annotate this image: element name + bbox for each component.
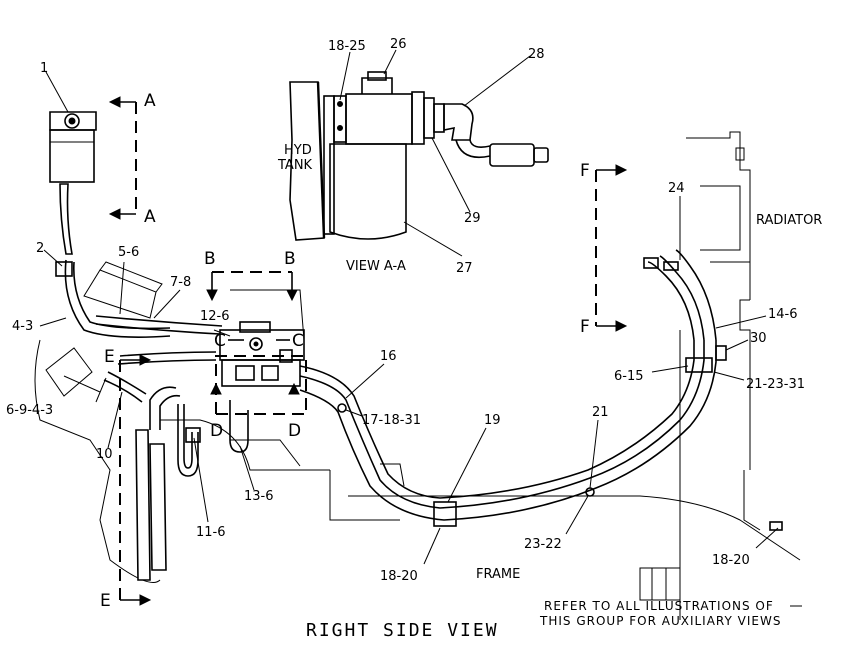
section-d-left: D <box>210 421 223 441</box>
section-d-right: D <box>288 421 301 441</box>
clamps <box>337 257 727 527</box>
tank-label: TANK <box>277 158 313 173</box>
section-arrow-icon <box>206 289 218 302</box>
callout-26: 26 <box>390 37 407 52</box>
callout-29: 29 <box>464 211 481 226</box>
callout-19: 19 <box>484 413 501 428</box>
callout-6-9-4-3: 6-9-4-3 <box>6 403 53 418</box>
radiator-outline: RADIATOR <box>686 131 822 531</box>
callout-18-20-frame: 18-20 <box>380 569 418 584</box>
callout-13-6: 13-6 <box>244 489 274 504</box>
callout-30: 30 <box>750 331 767 346</box>
note-line-1: REFER TO ALL ILLUSTRATIONS OF <box>544 599 774 613</box>
callout-11-6: 11-6 <box>196 525 226 540</box>
filter-cap <box>361 77 393 94</box>
frame-label: FRAME <box>476 567 520 582</box>
filter-assembly: 1 <box>40 61 97 183</box>
callout-21: 21 <box>592 405 609 420</box>
section-f-marker: F F <box>580 161 628 337</box>
figure-title: RIGHT SIDE VIEW <box>306 620 499 641</box>
note-line-2: THIS GROUP FOR AUXILIARY VIEWS <box>539 614 781 628</box>
hose-end <box>489 143 535 167</box>
frame-outline: FRAME <box>348 330 801 620</box>
section-e-bottom: E <box>100 591 111 611</box>
engine-outlines <box>34 261 400 583</box>
section-a-bottom: A <box>144 207 156 227</box>
callout-12-6: 12-6 <box>200 309 230 324</box>
callout-14-6: 14-6 <box>768 307 798 322</box>
section-arrow-icon <box>139 354 152 366</box>
fitting-2 <box>55 261 73 277</box>
section-arrow-icon <box>108 208 121 220</box>
section-arrow-icon <box>210 382 222 395</box>
callout-10: 10 <box>96 447 113 462</box>
section-arrow-icon <box>108 96 121 108</box>
long-vertical-hose <box>135 429 151 581</box>
valve-block <box>219 321 305 387</box>
filter-mount-head <box>49 111 97 131</box>
callout-18-20-radiator: 18-20 <box>712 553 750 568</box>
section-f-bottom: F <box>580 317 590 337</box>
callout-18-25: 18-25 <box>328 39 366 54</box>
section-a-top: A <box>144 91 156 111</box>
callout-28: 28 <box>528 47 545 62</box>
section-b-marker: B B <box>204 249 298 302</box>
callout-5-6: 5-6 <box>118 245 139 260</box>
clamp-19 <box>433 501 457 527</box>
callout-24: 24 <box>668 181 685 196</box>
callout-27: 27 <box>456 261 473 276</box>
main-callouts: 4-3 5-6 7-8 6-9-4-3 10 11-6 12-6 13-6 16… <box>6 181 805 584</box>
section-arrow-icon <box>615 320 628 332</box>
section-arrow-icon <box>139 594 152 606</box>
view-a-a-caption: VIEW A-A <box>346 259 406 274</box>
section-c-left: C <box>214 331 226 351</box>
callout-6-15: 6-15 <box>614 369 644 384</box>
filter-head <box>345 93 413 145</box>
section-arrow-icon <box>615 164 628 176</box>
callout-16: 16 <box>380 349 397 364</box>
section-b-right: B <box>284 249 296 269</box>
radiator-label: RADIATOR <box>756 213 822 228</box>
callout-1: 1 <box>40 61 48 76</box>
callout-2: 2 <box>36 241 44 256</box>
hyd-label: HYD <box>284 143 312 158</box>
elbow-fitting <box>443 103 474 141</box>
clamp-6-15 <box>685 357 713 373</box>
section-e-top: E <box>104 347 115 367</box>
callout-23-22: 23-22 <box>524 537 562 552</box>
filter-canister <box>49 129 95 183</box>
callout-17-18-31: 17-18-31 <box>362 413 421 428</box>
section-f-top: F <box>580 161 590 181</box>
section-c-right: C <box>292 331 304 351</box>
section-d-marker: D D <box>210 355 307 441</box>
section-c-marker: C C <box>214 331 304 351</box>
section-a-marker: A A <box>108 91 156 227</box>
callout-4-3: 4-3 <box>12 319 33 334</box>
filter-element <box>329 143 407 240</box>
section-arrow-icon <box>286 289 298 302</box>
callout-7-8: 7-8 <box>170 275 191 290</box>
callout-21-23-31: 21-23-31 <box>746 377 805 392</box>
section-b-left: B <box>204 249 216 269</box>
view-a-a-inset: HYD TANK VIEW A-A 18-25 26 28 29 27 <box>277 37 549 276</box>
mounting-plate <box>323 95 335 235</box>
section-arrow-icon <box>288 382 300 395</box>
fitting-30 <box>715 345 727 361</box>
